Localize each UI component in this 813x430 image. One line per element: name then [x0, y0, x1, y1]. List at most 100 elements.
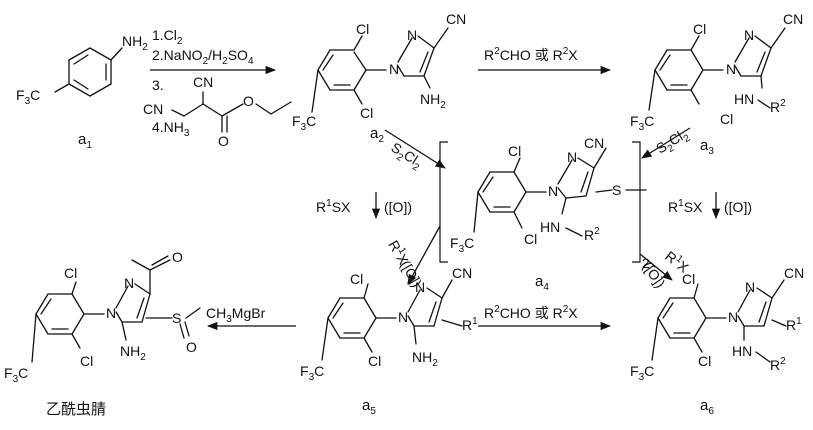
svg-text:R2: R2 [770, 98, 786, 115]
a4-to-a5-conditions: R1X ([O]) [385, 225, 441, 290]
ethyl-dicyanopropanoate: CN CN O O [143, 74, 292, 149]
product-trifluoromethyl: F3C [4, 365, 28, 385]
a4-aryl-ring [473, 157, 547, 233]
svg-text:O: O [172, 249, 183, 265]
svg-text:R1: R1 [786, 316, 802, 333]
svg-text:Cl: Cl [368, 353, 381, 369]
svg-text:CN: CN [193, 74, 213, 90]
a5-trifluoromethyl: F3C [300, 363, 324, 383]
a2-trifluoromethyl: F3C [292, 113, 316, 133]
a4-sulfur: S [612, 182, 621, 198]
product-name: 乙酰虫腈 [46, 400, 106, 418]
a3-trifluoromethyl: F3C [630, 113, 654, 133]
a3-to-a4-conditions: S2Cl2 [641, 127, 693, 159]
step1-conditions: 1.Cl2 2.NaNO2/H2SO4 3. CN CN O O 4.NH3 [143, 27, 292, 149]
compound-a2: N N CN NH2 Cl Cl F3C a2 [292, 11, 466, 145]
svg-text:R1: R1 [462, 316, 478, 333]
svg-text:N: N [106, 305, 116, 321]
svg-text:Cl: Cl [356, 21, 369, 37]
compound-a1: NH2 F3C a1 [16, 33, 148, 151]
a3-aryl-ring [648, 35, 724, 111]
svg-text:Cl: Cl [693, 21, 706, 37]
a4-alkylamino: HN [540, 219, 560, 235]
svg-text:CN: CN [584, 135, 604, 151]
svg-text:N: N [548, 183, 558, 199]
compound-a6: N N CN R1 HN R2 Cl Cl F3C a6 [630, 265, 804, 417]
label-a2: a2 [370, 125, 384, 145]
a2-to-a5-conditions: R1SX ([O]) [316, 192, 412, 220]
svg-text:Cl: Cl [524, 231, 537, 247]
svg-text:3.: 3. [152, 77, 164, 93]
a3-pyrazole [734, 27, 786, 89]
svg-text:N: N [728, 309, 738, 325]
svg-text:N: N [415, 279, 425, 295]
svg-text:Cl: Cl [720, 111, 733, 127]
svg-text:N: N [726, 61, 736, 77]
a3-to-a6-conditions: R1SX ([O]) [668, 192, 752, 220]
a5-to-product-conditions: CH3MgBr [206, 305, 296, 331]
a5-pyrazole [407, 279, 463, 345]
svg-text:R2: R2 [770, 356, 786, 373]
svg-text:CN: CN [446, 11, 466, 27]
label-a5: a5 [362, 397, 376, 417]
svg-text:R1SX: R1SX [668, 198, 703, 215]
svg-text:Cl: Cl [698, 353, 711, 369]
svg-text:4.NH3: 4.NH3 [152, 119, 190, 139]
a6-alkylamino: HN [732, 343, 752, 359]
label-a6: a6 [700, 397, 714, 417]
a2-to-a3-conditions: R2CHO 或 R2X [478, 46, 612, 75]
svg-text:R2CHO 或 R2X: R2CHO 或 R2X [484, 304, 578, 321]
svg-text:N: N [745, 279, 755, 295]
svg-text:R2: R2 [584, 226, 600, 243]
a1-amino-group: NH2 [122, 33, 148, 53]
label-a1: a1 [78, 131, 92, 151]
label-a4: a4 [535, 273, 549, 293]
svg-text:O: O [186, 339, 197, 355]
svg-text:S2Cl2: S2Cl2 [386, 139, 426, 174]
compound-a4: 2 N N CN S HN R2 [439, 135, 650, 293]
svg-text:CN: CN [143, 101, 163, 117]
compound-a5: N N CN R1 NH2 Cl Cl F3C a5 [300, 265, 478, 417]
svg-text:Cl: Cl [360, 105, 373, 121]
a1-trifluoromethyl: F3C [16, 87, 40, 107]
a4-trifluoromethyl: F3C [450, 235, 474, 255]
product-pyrazole [115, 255, 201, 341]
a6-pyrazole [737, 279, 787, 341]
svg-text:CN: CN [784, 265, 804, 281]
a2-pyrazole [397, 27, 449, 89]
svg-text:N: N [744, 27, 754, 43]
svg-text:O: O [218, 133, 229, 149]
compound-a3: N N CN HN R2 Cl Cl F3C a3 [630, 11, 803, 157]
product-amino: NH2 [120, 343, 146, 363]
svg-text:N: N [389, 61, 399, 77]
a5-aryl-ring [321, 283, 397, 361]
svg-text:N: N [124, 275, 134, 291]
a2-amino: NH2 [420, 91, 446, 111]
svg-text:1.Cl2: 1.Cl2 [152, 27, 183, 47]
svg-text:N: N [398, 309, 408, 325]
a5-amino: NH2 [412, 349, 438, 369]
svg-text:Cl: Cl [80, 353, 93, 369]
svg-text:Cl: Cl [682, 271, 695, 287]
svg-text:CN: CN [783, 11, 803, 27]
svg-text:R1SX: R1SX [316, 198, 351, 215]
svg-text:CH3MgBr: CH3MgBr [206, 305, 266, 325]
a5-to-a6-conditions: R2CHO 或 R2X [478, 304, 612, 331]
product-aryl-ring [31, 281, 105, 363]
compound-product: O N N S O NH2 Cl Cl F3C 乙酰虫腈 [4, 249, 201, 418]
label-a3: a3 [700, 137, 714, 157]
svg-text:R2CHO 或 R2X: R2CHO 或 R2X [484, 46, 578, 63]
a6-aryl-ring [651, 283, 727, 361]
svg-text:N: N [407, 27, 417, 43]
a2-to-a4-conditions: S2Cl2 [384, 129, 446, 174]
svg-text:Cl: Cl [350, 271, 363, 287]
svg-text:([O]): ([O]) [384, 199, 412, 215]
svg-text:2.NaNO2/H2SO4: 2.NaNO2/H2SO4 [152, 47, 254, 67]
a3-alkylamino: HN [734, 91, 754, 107]
svg-text:N: N [567, 149, 577, 165]
a6-trifluoromethyl: F3C [630, 363, 654, 383]
product-sulfinyl: S [172, 310, 181, 326]
svg-text:Cl: Cl [64, 265, 77, 281]
a4-pyrazole [557, 147, 647, 215]
